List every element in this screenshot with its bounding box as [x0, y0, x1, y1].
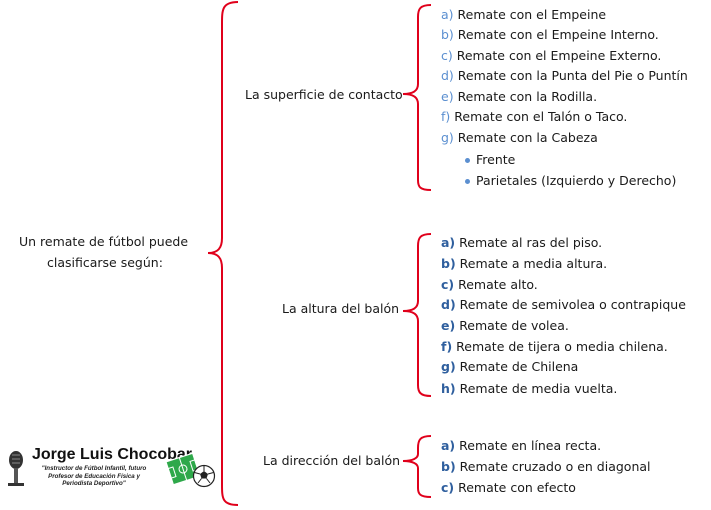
root-line-1: Un remate de fútbol puede [19, 234, 189, 249]
list-item: a) Remate con el Empeine [441, 7, 607, 22]
list-item: f) Remate con el Talón o Taco. [441, 109, 628, 124]
bullet-icon [465, 158, 470, 163]
microphone-icon [8, 451, 24, 486]
author-logo: Jorge Luis Chocobar "Instructor de Fútbo… [4, 443, 222, 503]
list-item: a) Remate en línea recta. [441, 438, 602, 453]
root-line-2: clasificarse según: [47, 255, 163, 270]
branch-label-altura: La altura del balón [282, 301, 400, 316]
list-item: b) Remate con el Empeine Interno. [441, 27, 659, 42]
list-item: e) Remate de volea. [441, 318, 569, 333]
brace-altura [402, 233, 432, 397]
logo-subtitle: "Instructor de Fútbol Infantil, futuro P… [41, 465, 147, 488]
main-brace [207, 1, 239, 506]
soccer-field-icon [165, 452, 201, 486]
list-item: a) Remate al ras del piso. [441, 235, 603, 250]
list-item: d) Remate con la Punta del Pie o Puntín [441, 68, 688, 83]
sub-list-item: Parietales (Izquierdo y Derecho) [476, 173, 677, 188]
list-item: f) Remate de tijera o media chilena. [441, 339, 668, 354]
brace-direccion [402, 435, 432, 498]
soccer-ball-icon [192, 464, 216, 488]
list-item: g) Remate con la Cabeza [441, 130, 598, 145]
list-item: c) Remate con el Empeine Externo. [441, 48, 662, 63]
list-item: b) Remate cruzado o en diagonal [441, 459, 651, 474]
branch-label-superficie: La superficie de contacto [245, 87, 403, 102]
list-item: e) Remate con la Rodilla. [441, 89, 598, 104]
list-item: c) Remate con efecto [441, 480, 576, 495]
list-item: h) Remate de media vuelta. [441, 381, 618, 396]
list-item: b) Remate a media altura. [441, 256, 608, 271]
sub-list-item: Frente [476, 152, 516, 167]
bullet-icon [465, 179, 470, 184]
list-item: d) Remate de semivolea o contrapique [441, 297, 686, 312]
list-item: c) Remate alto. [441, 277, 538, 292]
branch-label-direccion: La dirección del balón [263, 453, 401, 468]
brace-superficie [402, 4, 432, 191]
logo-name: Jorge Luis Chocobar [32, 446, 193, 463]
list-item: g) Remate de Chilena [441, 359, 579, 374]
